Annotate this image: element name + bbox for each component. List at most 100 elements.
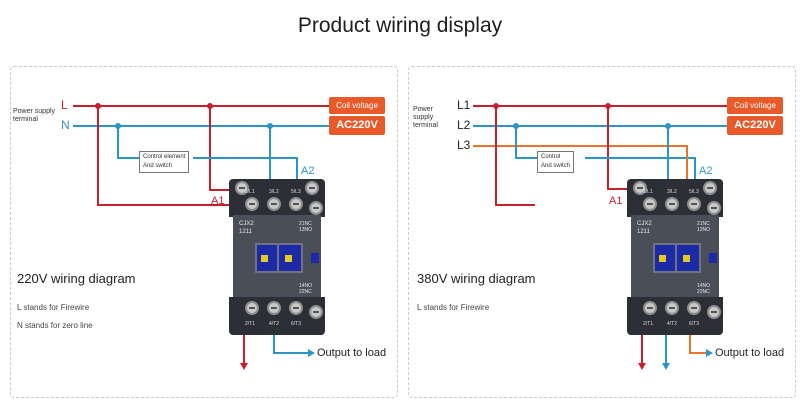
line-label-l1: L1 — [457, 98, 471, 112]
screw-a2 — [703, 181, 717, 195]
line-label-l: L — [61, 98, 68, 112]
contactor: 1/L1 3/L2 5/L3 CJX2 1211 21NC 13NO 14NO … — [627, 179, 723, 335]
model-number: 1211 — [637, 229, 650, 235]
screw-l3 — [289, 197, 303, 211]
supply-label-line-1: Power supply — [13, 108, 56, 115]
terminal-label-top: 3/L2 — [269, 189, 279, 195]
wire-l1-t — [607, 105, 609, 189]
contactor: 1/L1 3/L2 5/L3 CJX2 1211 21NC 13NO 14NO … — [229, 179, 325, 335]
wire-output-t3-h — [689, 352, 707, 354]
a1-label: A1 — [609, 195, 623, 207]
coil-voltage-value: AC220V — [329, 116, 385, 135]
contactor-tab — [709, 253, 717, 263]
wire-output-t2 — [665, 335, 667, 365]
wire-l1 — [209, 189, 245, 191]
wire-l1-a1 — [495, 105, 497, 205]
wire-l3-t — [686, 145, 688, 203]
contactor-window — [255, 243, 303, 273]
screw-aux — [309, 305, 323, 319]
wire-output-n — [273, 335, 275, 353]
contactor-window — [653, 243, 701, 273]
terminal-label-top: 1/L1 — [245, 189, 255, 195]
a1-label: A1 — [211, 195, 225, 207]
screw-aux — [707, 201, 721, 215]
terminal-label-top: 5/L3 — [291, 189, 301, 195]
screw-a1 — [633, 181, 647, 195]
coil-voltage-label: Coil voltage — [329, 97, 385, 114]
control-label-1: Control — [541, 154, 561, 160]
output-to-load-label: Output to load — [715, 347, 785, 359]
screw-a1 — [235, 181, 249, 195]
terminal-label-top: 1/L1 — [643, 189, 653, 195]
wire-output-l — [243, 335, 245, 365]
contactor-knob — [261, 255, 268, 262]
wire-a2-drop — [296, 157, 298, 183]
wire-control-a2 — [585, 157, 695, 159]
screw-t2 — [267, 301, 281, 315]
screw-l1 — [643, 197, 657, 211]
terminal-label-bottom: 4/T2 — [269, 321, 280, 327]
contact-label: 21NC — [299, 221, 312, 227]
wire-l2-control-h — [515, 157, 537, 159]
contact-label: 22NC — [697, 289, 710, 295]
wire-l — [73, 105, 329, 107]
coil-voltage-label: Coil voltage — [727, 97, 783, 114]
control-element-box: Control element And switch — [139, 151, 190, 173]
screw-l2 — [267, 197, 281, 211]
note-line-1: L stands for Firewire — [417, 303, 490, 312]
wire-l1-th — [607, 188, 643, 190]
wire-n — [73, 125, 329, 127]
terminal-label-bottom: 6/T3 — [291, 321, 302, 327]
note-line-2: N stands for zero line — [17, 321, 93, 330]
terminal-label-top: 5/L3 — [689, 189, 699, 195]
screw-aux — [707, 305, 721, 319]
panel-220v: Power supply terminal L N Control elemen… — [10, 66, 398, 398]
contactor-knob — [683, 255, 690, 262]
contact-label: 14NO — [697, 283, 711, 289]
wire-l2-control — [515, 125, 517, 159]
a2-label: A2 — [301, 165, 315, 177]
arrow-down-icon — [240, 363, 248, 370]
contactor-knob — [285, 255, 292, 262]
wire-n-control-h — [117, 157, 141, 159]
panel-380v: Power supply terminal L1 L2 L3 Control A… — [408, 66, 796, 398]
terminal-label-bottom: 2/T1 — [245, 321, 256, 327]
screw-t3 — [289, 301, 303, 315]
contactor-tab — [311, 253, 319, 263]
supply-label-line-2: terminal — [13, 116, 38, 123]
control-label-1: Control element — [143, 154, 186, 160]
screw-t1 — [245, 301, 259, 315]
diagram-heading: 380V wiring diagram — [417, 271, 536, 286]
wire-a1-control — [495, 204, 535, 206]
screw-l2 — [665, 197, 679, 211]
contact-label: 13NO — [697, 227, 711, 233]
screw-t1 — [643, 301, 657, 315]
control-label-2: And switch — [541, 163, 571, 169]
screw-l1 — [245, 197, 259, 211]
contact-label: 14NO — [299, 283, 313, 289]
a2-label: A2 — [699, 165, 713, 177]
contactor-knob — [659, 255, 666, 262]
contact-label: 22NC — [299, 289, 312, 295]
screw-t2 — [665, 301, 679, 315]
arrow-right-icon — [706, 349, 713, 357]
wire-l-a1 — [97, 105, 99, 205]
wire-l1 — [473, 105, 727, 107]
line-label-l2: L2 — [457, 118, 471, 132]
diagram-heading: 220V wiring diagram — [17, 271, 136, 286]
wire-output-t3 — [689, 335, 691, 353]
wire-l-l1 — [209, 105, 211, 191]
supply-label-line-1: Power — [413, 106, 433, 113]
model-number: 1211 — [239, 229, 252, 235]
wire-n-control — [117, 125, 119, 159]
line-label-n: N — [61, 118, 70, 132]
line-label-l3: L3 — [457, 138, 471, 152]
screw-t3 — [687, 301, 701, 315]
wire-a2-drop — [694, 157, 696, 183]
terminal-label-top: 3/L2 — [667, 189, 677, 195]
coil-voltage-value: AC220V — [727, 116, 783, 135]
wire-l2 — [473, 125, 727, 127]
contact-label: 13NO — [299, 227, 313, 233]
wire-n-l2 — [269, 125, 271, 203]
contact-label: 21NC — [697, 221, 710, 227]
